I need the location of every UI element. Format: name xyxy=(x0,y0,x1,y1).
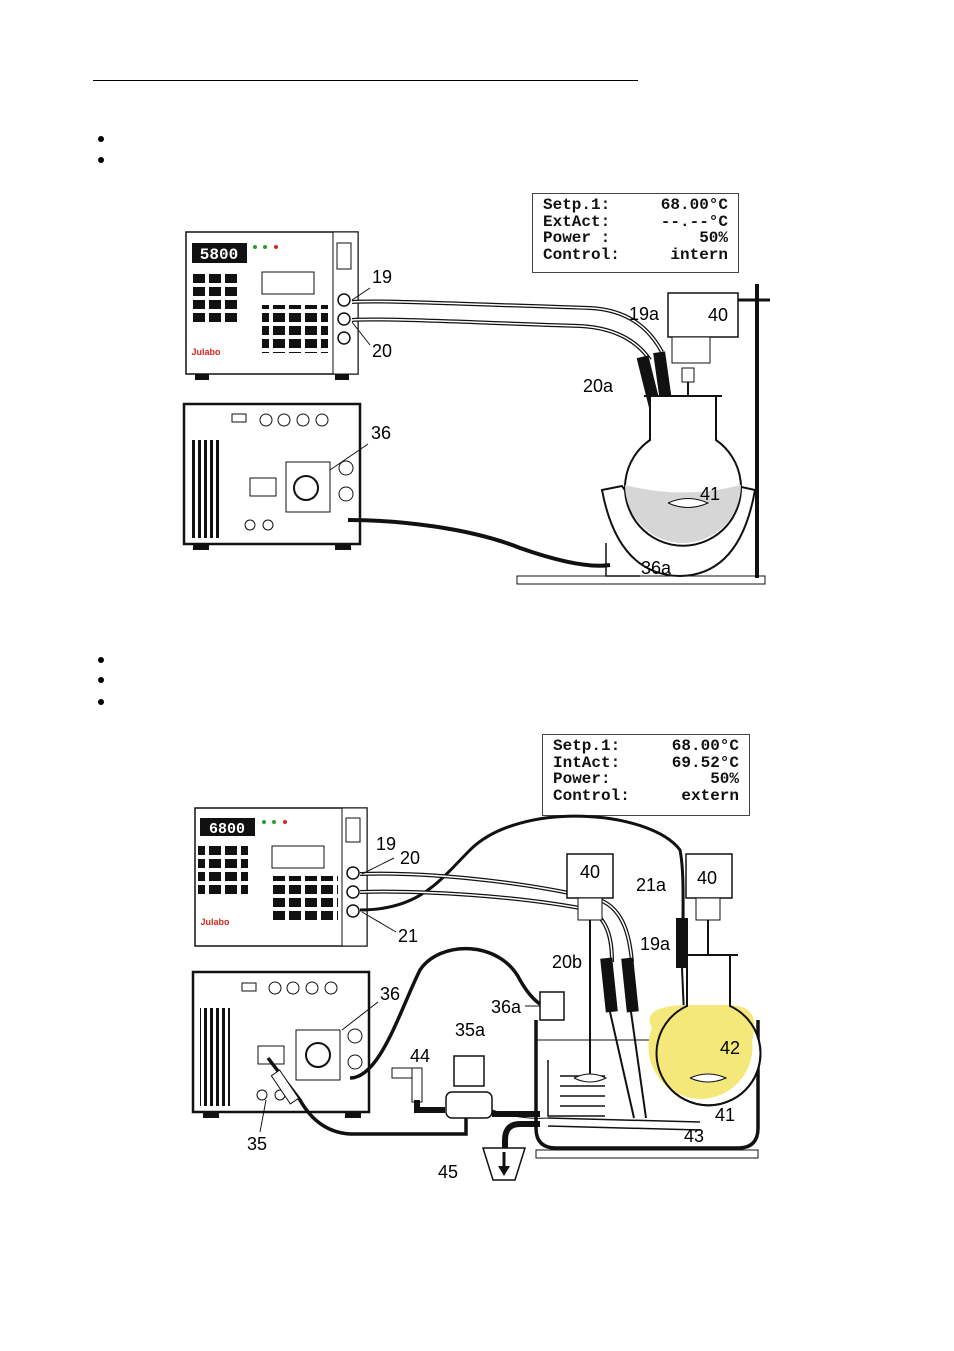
figure2-diagram: 6800 Julabo xyxy=(191,807,762,1182)
controller-front-2: 6800 Julabo xyxy=(194,807,368,947)
solenoid-valve xyxy=(453,1055,485,1087)
brand-logo: Julabo xyxy=(191,347,221,357)
cable-35 xyxy=(266,1056,468,1136)
bullet-3 xyxy=(98,657,104,663)
stand-base xyxy=(516,575,766,585)
callout-20b: 20b xyxy=(552,952,582,972)
cable-36 xyxy=(347,518,611,568)
cable-20 xyxy=(351,317,652,362)
lcd-row: Setp.1:68.00°C xyxy=(543,196,728,214)
flask-2 xyxy=(648,954,762,1107)
callout-20a: 20a xyxy=(583,376,614,396)
cable-19 xyxy=(351,299,664,353)
lcd-row: IntAct:69.52°C xyxy=(553,753,739,772)
controller-back-2 xyxy=(191,970,371,1118)
stirrer-motor xyxy=(667,292,739,338)
bullet-5 xyxy=(98,699,104,705)
function-keys xyxy=(190,270,240,325)
readout-panel xyxy=(192,243,247,263)
callout-36a: 36a xyxy=(491,997,522,1017)
callout-41: 41 xyxy=(700,484,720,504)
readout-text: 5800 xyxy=(200,246,238,264)
callout-20: 20 xyxy=(400,848,420,868)
callouts-fig2: 19 20 21 40 40 21a 19a 20b 36 36a 35a 44… xyxy=(247,834,740,1182)
callout-19: 19 xyxy=(372,267,392,287)
lcd-display-external: Setp.1:68.00°C IntAct:69.52°C Power:50% … xyxy=(542,734,750,816)
water-valve-assembly xyxy=(391,1055,549,1181)
bullet-4 xyxy=(98,677,104,683)
bullet-1 xyxy=(98,136,104,142)
callout-19: 19 xyxy=(376,834,396,854)
callout-44: 44 xyxy=(410,1046,430,1066)
lcd-row: Power:50% xyxy=(553,770,739,788)
lcd-row: Setp.1:68.00°C xyxy=(553,737,739,755)
callout-21a: 21a xyxy=(636,875,667,895)
readout-text-2: 6800 xyxy=(209,821,245,838)
callout-35: 35 xyxy=(247,1134,267,1154)
callout-41: 41 xyxy=(715,1105,735,1125)
cable-21 xyxy=(359,814,685,931)
lcd-row: Control:extern xyxy=(553,786,739,805)
stirrer-motor-flask xyxy=(685,853,733,899)
callout-40-bath: 40 xyxy=(580,862,600,882)
cable-36-2 xyxy=(349,947,541,1080)
stirrer-motor-bath xyxy=(566,853,614,899)
figure1-diagram: 5800 Julabo xyxy=(182,231,770,585)
callout-35a: 35a xyxy=(455,1020,486,1040)
lcd-row: Power :50% xyxy=(543,229,728,247)
controller-screen xyxy=(261,271,315,295)
controller-front-1: 5800 Julabo xyxy=(185,231,359,380)
callout-36: 36 xyxy=(380,984,400,1004)
lcd-display-internal: Setp.1:68.00°C ExtAct:--.--°C Power :50%… xyxy=(532,193,739,273)
callout-20: 20 xyxy=(372,341,392,361)
callout-40-flask: 40 xyxy=(697,868,717,888)
bullet-2 xyxy=(98,157,104,163)
callout-36: 36 xyxy=(371,423,391,443)
flask-1 xyxy=(624,395,742,547)
callout-21: 21 xyxy=(398,926,418,946)
keypad xyxy=(262,305,328,353)
callouts-fig1: 19 20 19a 20a 40 36 41 36a xyxy=(329,267,728,578)
callout-40: 40 xyxy=(708,305,728,325)
header-rule xyxy=(93,80,638,81)
callout-19a: 19a xyxy=(629,304,660,324)
controller-back-1 xyxy=(182,402,362,550)
bath xyxy=(534,1020,760,1150)
callout-45: 45 xyxy=(438,1162,458,1182)
callout-43: 43 xyxy=(684,1126,704,1146)
callout-36a: 36a xyxy=(641,558,672,578)
brand-logo-2: Julabo xyxy=(200,917,230,927)
lcd-row: ExtAct:--.--°C xyxy=(543,212,728,231)
callout-42: 42 xyxy=(720,1038,740,1058)
sensor-box-36a xyxy=(539,991,565,1021)
callout-19a: 19a xyxy=(640,934,671,954)
lcd-row: Control:intern xyxy=(543,245,728,264)
